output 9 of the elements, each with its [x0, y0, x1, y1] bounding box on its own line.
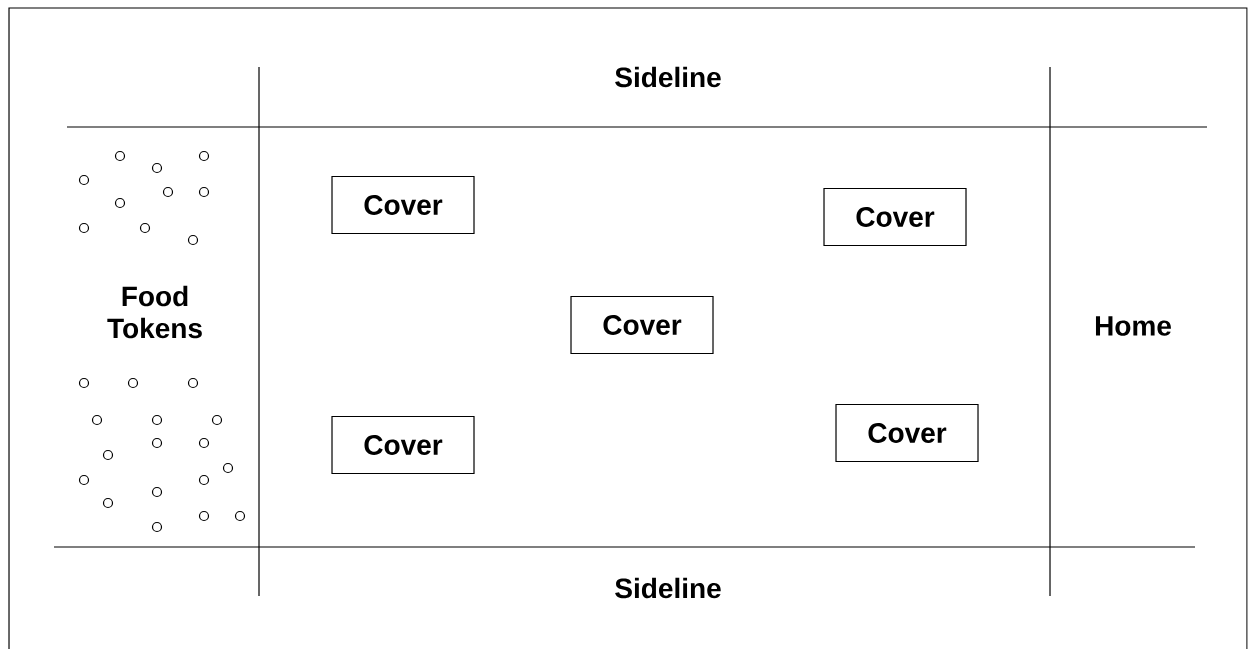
cover-box: Cover: [823, 187, 967, 247]
cover-box: Cover: [331, 415, 475, 475]
field-label: Sideline: [615, 66, 721, 88]
field-label: Sideline: [615, 577, 721, 599]
cover-box: Cover: [835, 403, 979, 463]
field-label: Home: [1096, 316, 1171, 336]
field-label: Food Tokens: [107, 285, 202, 339]
cover-box: Cover: [331, 175, 475, 235]
cover-box: Cover: [570, 295, 714, 355]
